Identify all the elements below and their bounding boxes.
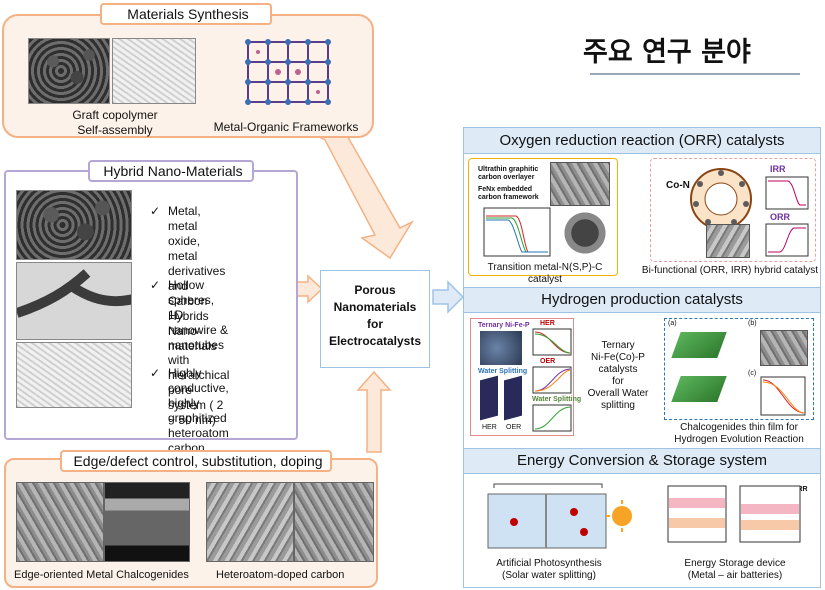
- title-underline: [590, 73, 800, 75]
- materials-synthesis-header: [100, 3, 272, 25]
- orr-left-box: [468, 158, 618, 276]
- check-icon: ✓: [150, 204, 161, 218]
- hydrogen-label-oer: OER: [540, 358, 556, 365]
- arrow-edge-to-center: [356, 370, 392, 453]
- hydrogen-title: Hydrogen production catalysts: [541, 291, 743, 308]
- orr-sem-image: [550, 162, 610, 206]
- hybrid-image-carbon: [16, 342, 132, 408]
- orr-polarization-plot: [483, 207, 551, 257]
- film-her-plot: [760, 376, 806, 416]
- edge-title: Edge/defect control, substitution, dopin…: [73, 453, 323, 469]
- battery-cycle-plot-1: [667, 485, 727, 543]
- check-icon: ✓: [150, 278, 161, 292]
- orr-label-fenx: FeNx embedded carbon framework: [478, 186, 539, 201]
- irr-plot: [765, 176, 809, 210]
- hydrogen-label-b: (b): [748, 320, 757, 327]
- hydrogen-label-water: Water Splitting: [478, 368, 528, 375]
- orr-label-con: Co-N: [666, 180, 690, 191]
- edge-image-1: [16, 482, 104, 562]
- energy-header: [464, 448, 820, 474]
- orr-right-sem: [706, 224, 750, 258]
- arrow-synthesis-to-center: [309, 131, 415, 260]
- energy-title: Energy Conversion & Storage system: [516, 452, 768, 469]
- edge-image-2: [104, 482, 190, 562]
- check-icon: ✓: [150, 366, 161, 380]
- orr-caption-left: Transition metal-N(S,P)-C catalyst: [487, 262, 603, 285]
- hybrid-image-spheres: [16, 190, 132, 260]
- photosynthesis-diagram: [487, 483, 632, 549]
- orr-nanotube-diagram: [690, 168, 752, 230]
- hydrogen-label-ternary: Ternary Ni-Fe-P: [478, 322, 530, 329]
- electrode-image-her: [480, 375, 498, 421]
- edge-header: [60, 450, 332, 472]
- mof-caption: Metal-Organic Frameworks: [213, 120, 359, 134]
- hydrogen-label-ws-small: Water Splitting: [532, 396, 582, 403]
- water-splitting-plot: [532, 404, 572, 432]
- orr-caption-right: Bi-functional (ORR, IRR) hybrid catalyst: [641, 265, 819, 276]
- hydrogen-right-box: [664, 318, 814, 420]
- oer-plot: [532, 366, 572, 394]
- hybrid-title: Hybrid Nano-Materials: [103, 163, 243, 179]
- hybrid-header: [88, 160, 254, 182]
- film-schematic-2: [671, 376, 727, 402]
- edge-caption-left: Edge-oriented Metal Chalcogenides: [14, 569, 189, 581]
- energy-caption-left: Artificial Photosynthesis (Solar water s…: [496, 558, 602, 581]
- hydrogen-left-box: [470, 318, 574, 436]
- copolymer-image-2: [112, 38, 196, 104]
- orr-plot: [765, 223, 809, 257]
- orr-label-irr: IRR: [770, 164, 786, 174]
- hydrogen-caption-right: Chalcogenides thin film for Hydrogen Evo…: [674, 422, 804, 445]
- hydrogen-label-a: (a): [668, 320, 677, 327]
- her-plot: [532, 328, 572, 356]
- hydrogen-label-her2: HER: [482, 424, 497, 431]
- heteroatom-image-2: [294, 482, 374, 562]
- ternary-sem-image: [480, 331, 522, 365]
- orr-right-box: [650, 158, 816, 262]
- orr-title: Oxygen reduction reaction (ORR) catalyst…: [499, 132, 785, 149]
- heteroatom-image-1: [206, 482, 294, 562]
- materials-synthesis-title: Materials Synthesis: [127, 6, 249, 22]
- copolymer-caption: Graft copolymer Self-assembly: [72, 108, 158, 137]
- battery-cycle-plot-2: [739, 485, 801, 543]
- orr-particle-image: [562, 208, 608, 258]
- hydrogen-label-her: HER: [540, 320, 555, 327]
- hydrogen-label-c: (c): [748, 370, 757, 377]
- center-label: Porous Nanomaterials for Electrocatalyst…: [328, 283, 422, 348]
- center-box: [320, 270, 430, 368]
- arrow-center-to-right: [432, 280, 465, 314]
- film-sem-image: [760, 330, 808, 366]
- hybrid-image-nanowire: [16, 262, 132, 340]
- orr-header: [464, 128, 820, 154]
- orr-label-orr: ORR: [770, 212, 790, 222]
- electrode-image-oer: [504, 375, 522, 421]
- film-schematic-1: [671, 332, 727, 358]
- edge-caption-right: Heteroatom-doped carbon: [216, 569, 345, 581]
- energy-caption-right: Energy Storage device (Metal – air batte…: [684, 558, 786, 581]
- mof-structure-image: [245, 39, 331, 105]
- copolymer-image-1: [28, 38, 110, 104]
- hydrogen-center-text: Ternary Ni-Fe(Co)-P catalysts for Overal…: [587, 340, 649, 411]
- orr-label-overlayer: Ultrathin graphitic carbon overlayer: [478, 166, 539, 181]
- page-title: 주요 연구 분야: [583, 37, 751, 68]
- hydrogen-label-oer2: OER: [506, 424, 522, 431]
- hydrogen-header: [464, 287, 820, 313]
